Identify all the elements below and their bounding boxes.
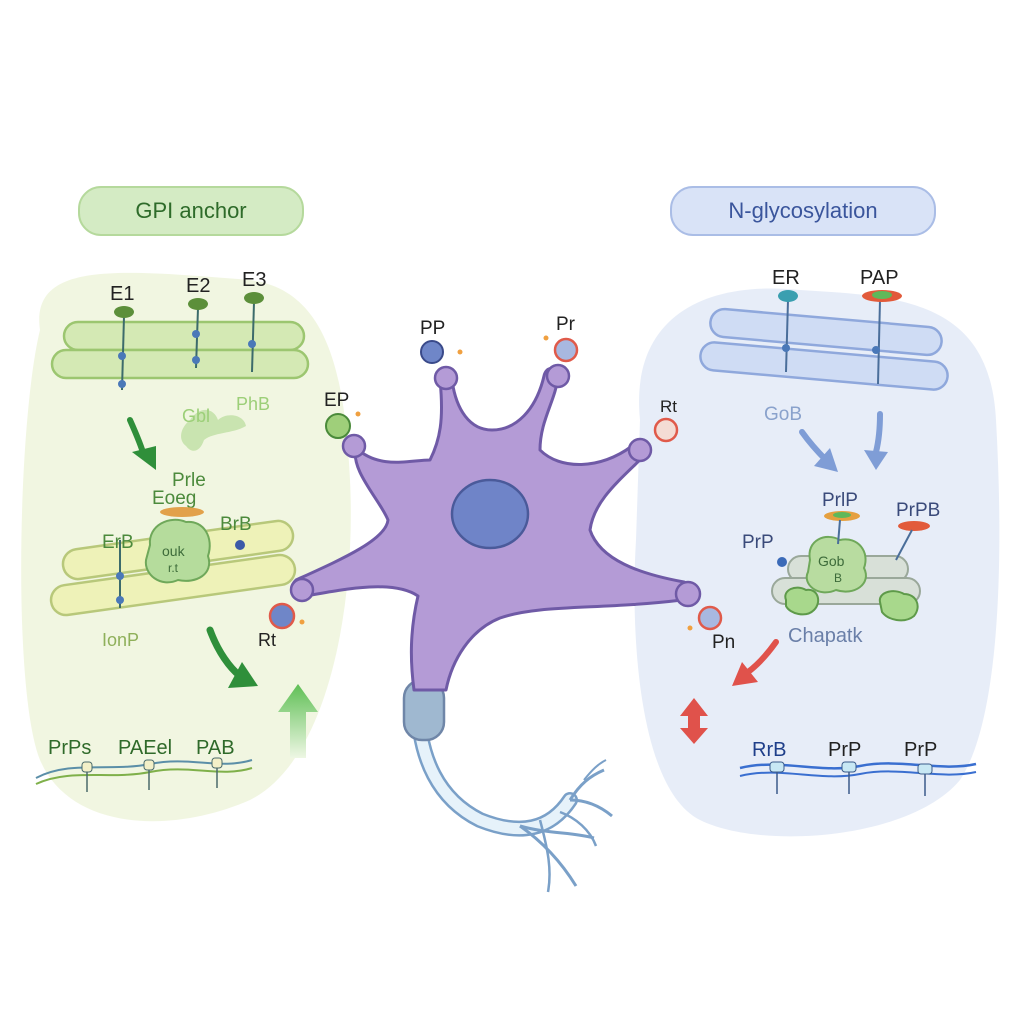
receptor-tip-top-left <box>420 340 463 364</box>
tip-label-pr: Pr <box>556 314 576 335</box>
protein-label-prlp: PrlP <box>822 490 858 511</box>
neuron-nucleus <box>450 478 530 550</box>
membrane-label-paeel: PAEel <box>118 737 172 759</box>
green-protein-blob <box>144 518 211 584</box>
red-double-arrow <box>680 698 708 744</box>
neuron-axon <box>410 692 613 893</box>
membrane-label-pab: PAB <box>196 737 235 759</box>
receptor-tip-bottom-left <box>268 602 305 630</box>
enzyme-label-e2: E2 <box>186 275 210 297</box>
membrane-label-rrb: RrB <box>752 739 786 761</box>
tip-label-pp: PP <box>420 318 445 339</box>
right-blob-label-bottom: B <box>834 571 842 585</box>
left-plasma-membrane <box>35 757 253 792</box>
label-prle: Prle <box>172 470 206 491</box>
tip-label-rt-left: Rt <box>258 630 276 650</box>
green-up-arrow <box>278 684 318 758</box>
blob-label-top: ouk <box>162 543 186 559</box>
label-erb: ErB <box>102 532 134 553</box>
red-arrow-diagonal <box>732 639 779 686</box>
blob-label-bottom: r.t <box>168 561 179 575</box>
green-arrow-diagonal <box>206 626 258 688</box>
right-plasma-membrane <box>739 761 977 796</box>
membrane-label-prp-1: PrP <box>828 739 861 761</box>
right-protein-cluster <box>771 511 930 622</box>
faint-label-gob: GoB <box>764 404 802 425</box>
green-arrow-down <box>127 417 156 470</box>
label-pap: PAP <box>860 267 899 289</box>
enzyme-pin-e2 <box>188 298 208 369</box>
tip-label-pn: Pn <box>712 632 735 653</box>
membrane-label-prp-2: PrP <box>904 739 937 761</box>
label-er: ER <box>772 267 800 289</box>
right-er-pins <box>778 290 902 385</box>
prion-marker-orange <box>160 507 204 517</box>
n-glycosylation-title: N-glycosylation <box>670 186 936 236</box>
enzyme-pin-e3 <box>244 292 264 373</box>
enzyme-pin-e1 <box>114 306 134 391</box>
gpi-anchor-title: GPI anchor <box>78 186 304 236</box>
receptor-tip-left <box>325 411 361 439</box>
label-brb: BrB <box>220 514 252 535</box>
left-er-membrane-top <box>50 320 310 380</box>
enzyme-label-e1: E1 <box>110 283 134 305</box>
protein-label-prp: PrP <box>742 532 774 553</box>
right-blob-label-top: Gob <box>818 553 845 569</box>
membrane-label-prps: PrPs <box>48 737 91 759</box>
glycan-sprout <box>181 409 246 451</box>
label-eoeg: Eoeg <box>152 488 196 509</box>
blue-arrow-right <box>864 411 888 470</box>
label-ionp: IonP <box>102 630 139 650</box>
protein-label-prpb: PrPB <box>896 500 940 521</box>
tip-label-ep: EP <box>324 390 349 411</box>
tip-label-rt-right: Rt <box>660 397 677 416</box>
right-er-membrane <box>699 307 949 391</box>
lower-er-beads <box>116 540 245 608</box>
faint-label-gbl: Gbl <box>182 406 210 426</box>
chaperone-label: Chapatk <box>788 625 863 647</box>
blue-arrow-left <box>799 429 838 472</box>
enzyme-label-e3: E3 <box>242 269 266 291</box>
receptor-tip-right <box>653 417 679 443</box>
neuron-cell-body <box>289 363 702 692</box>
receptor-tip-top-right <box>543 335 579 363</box>
faint-label-phb: PhB <box>236 394 270 414</box>
receptor-tip-bottom-right <box>687 605 723 631</box>
